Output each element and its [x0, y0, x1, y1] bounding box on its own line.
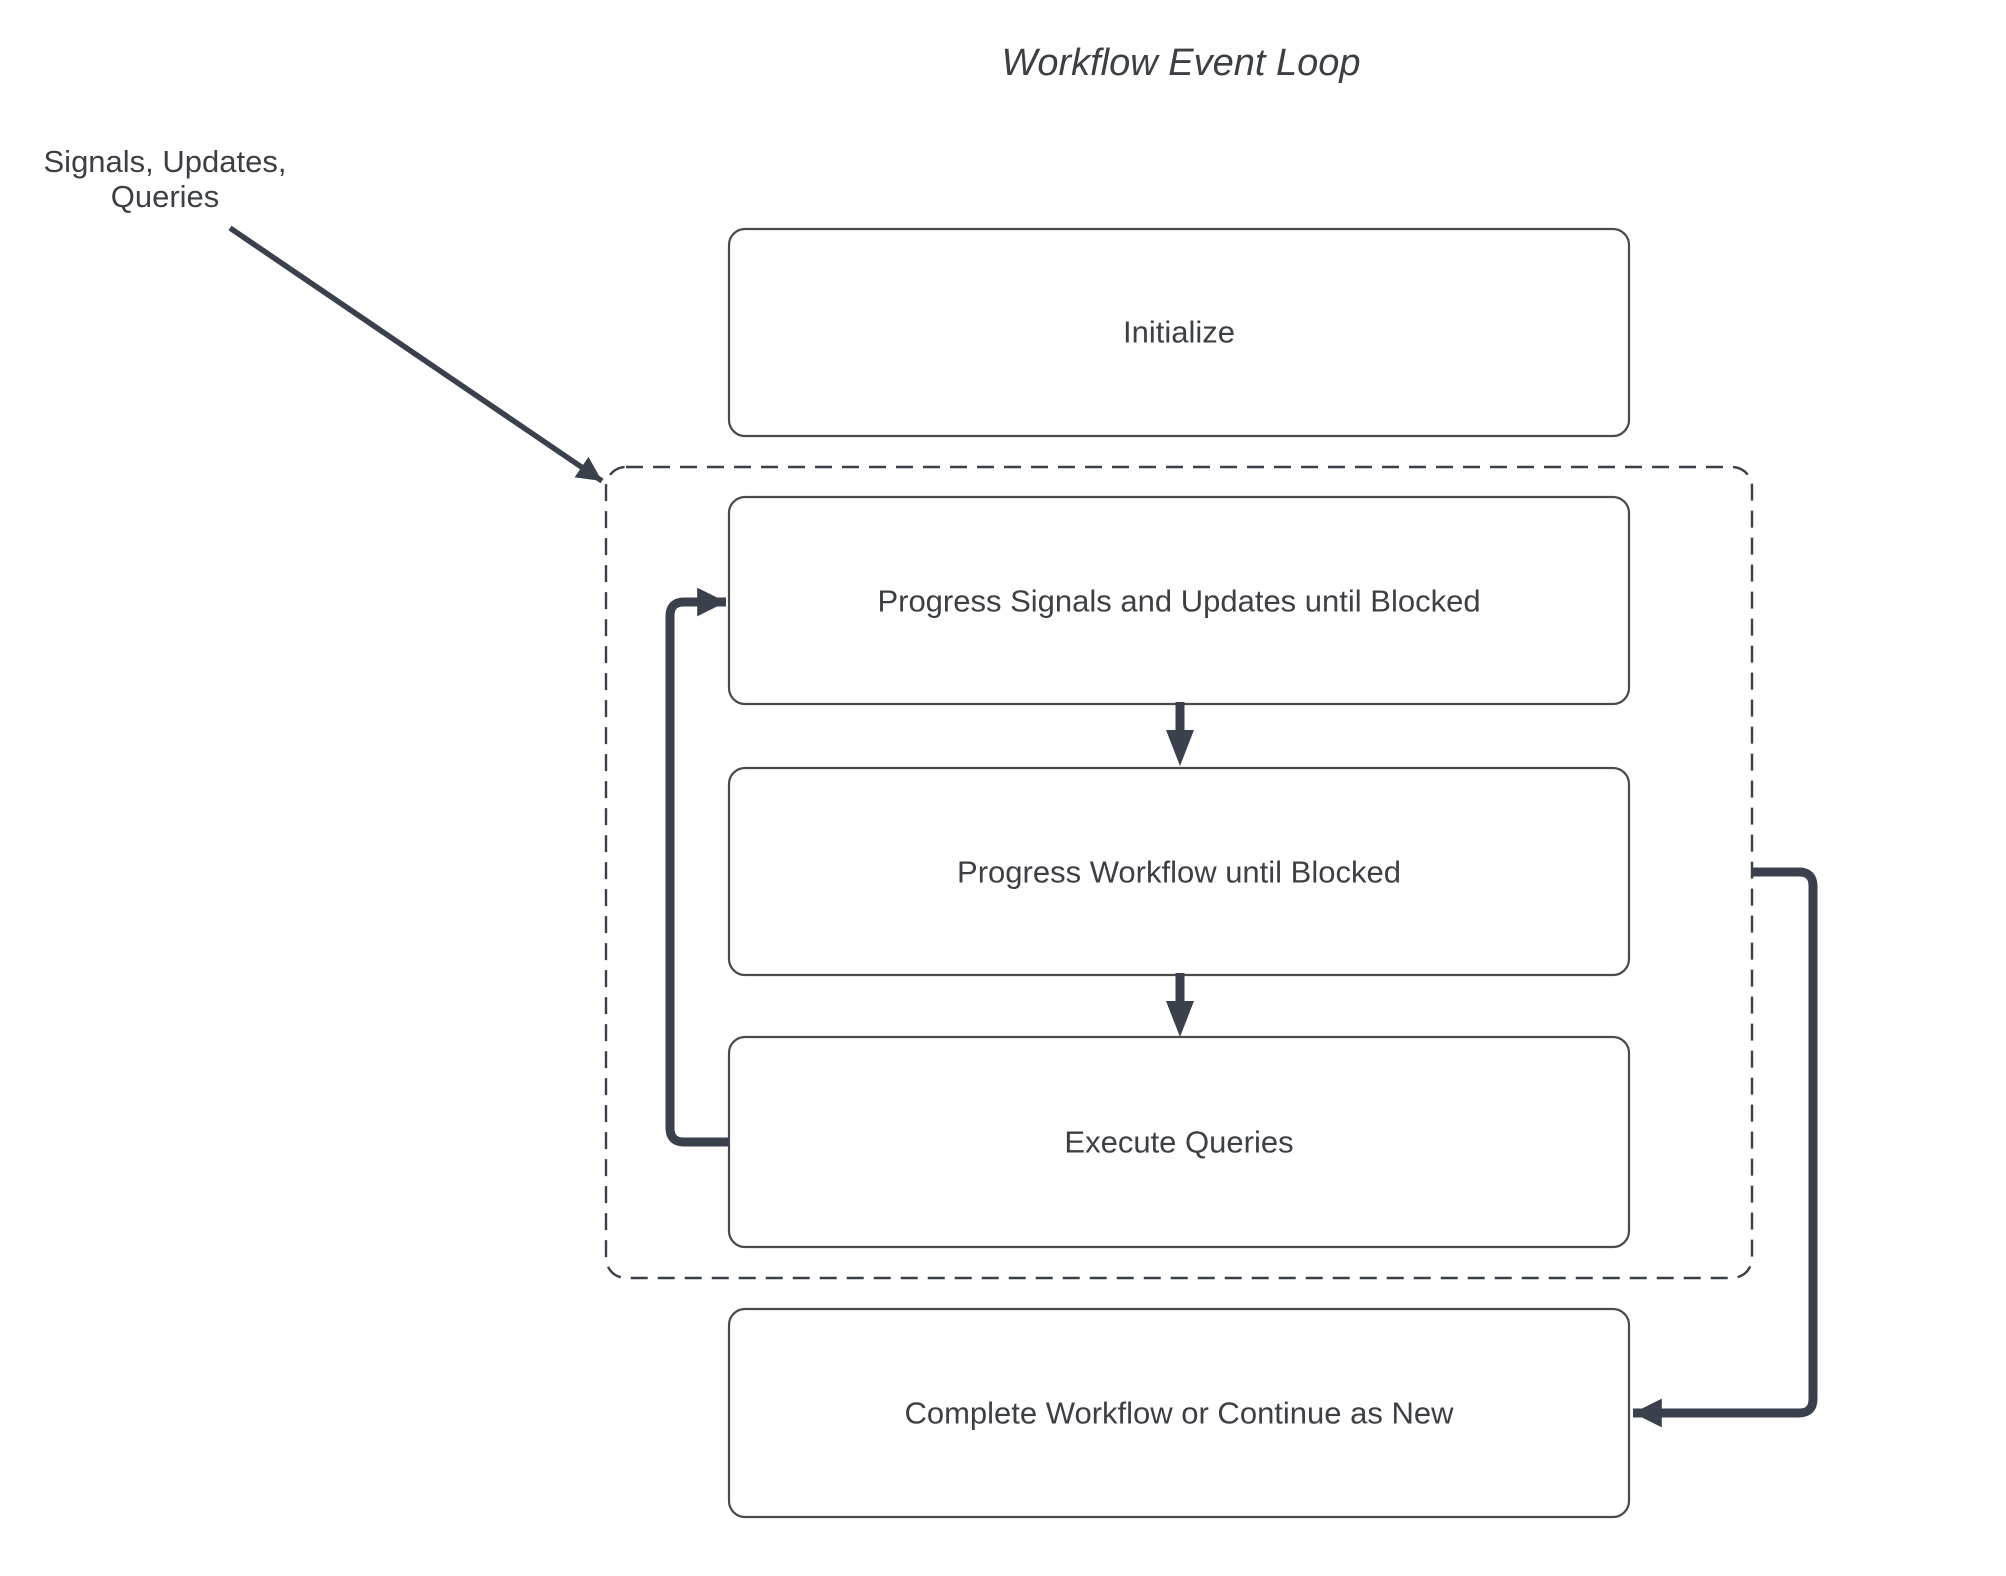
node-progress-workflow: Progress Workflow until Blocked: [727, 766, 1631, 977]
annotation-signals-updates-queries: Signals, Updates, Queries: [44, 144, 287, 214]
node-initialize-box: [727, 227, 1631, 438]
node-progress-signals: Progress Signals and Updates until Block…: [727, 495, 1631, 706]
node-initialize-label: Initialize: [1123, 315, 1235, 350]
node-execute-queries-label: Execute Queries: [1064, 1125, 1293, 1160]
node-progress-signals-label: Progress Signals and Updates until Block…: [877, 584, 1480, 619]
arrowhead-icon: [1166, 1001, 1194, 1037]
node-complete-workflow: Complete Workflow or Continue as New: [727, 1307, 1631, 1519]
node-initialize: Initialize: [727, 227, 1631, 438]
diagram-title: Workflow Event Loop: [1001, 42, 1360, 84]
edge-loop-back-arrow: [665, 587, 729, 1147]
edge-signals-input-arrow: [228, 225, 604, 484]
node-complete-workflow-box: [727, 1307, 1631, 1519]
annotation-line-1: Signals, Updates,: [44, 144, 287, 179]
arrowhead-icon: [1166, 730, 1194, 766]
node-progress-workflow-label: Progress Workflow until Blocked: [957, 855, 1401, 890]
annotation-line-2: Queries: [111, 179, 220, 214]
edge-workflow-to-queries-arrow: [1166, 973, 1194, 1037]
edge-to-complete-arrow: [1633, 867, 1818, 1428]
edge-signals-to-workflow-arrow: [1166, 702, 1194, 766]
node-execute-queries: Execute Queries: [727, 1035, 1631, 1249]
node-complete-workflow-label: Complete Workflow or Continue as New: [904, 1396, 1454, 1431]
